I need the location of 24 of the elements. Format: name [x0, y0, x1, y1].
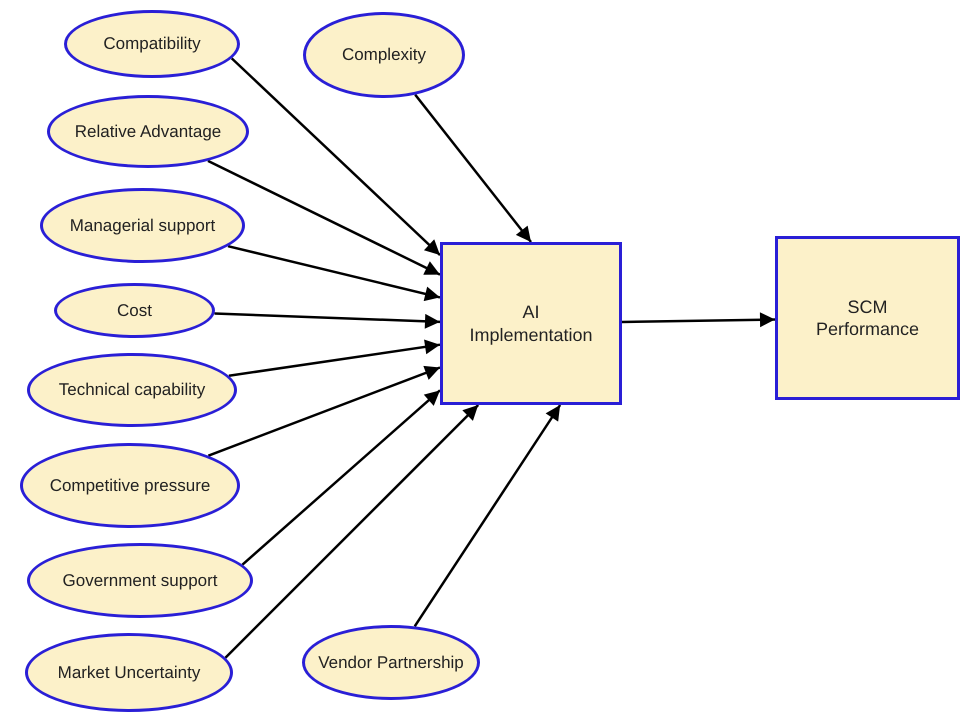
- node-label: Managerial support: [70, 214, 216, 236]
- arrow: [224, 404, 480, 659]
- arrow: [242, 389, 441, 566]
- node-label: Technical capability: [58, 379, 206, 401]
- node-label: Competitive pressure: [50, 474, 210, 496]
- node-label: Compatibility: [103, 33, 201, 55]
- arrow: [230, 57, 441, 256]
- construct-box: [440, 242, 622, 405]
- node-label: Government support: [62, 570, 218, 592]
- node-label: Cost: [117, 300, 152, 322]
- node-label: SCM Performance: [814, 296, 920, 340]
- node-label: Complexity: [342, 44, 426, 66]
- arrow: [228, 339, 440, 377]
- arrow: [214, 312, 440, 329]
- construct-box: [775, 236, 960, 400]
- arrow: [622, 312, 776, 328]
- node-label: Market Uncertainty: [58, 662, 200, 684]
- node-label: Relative Advantage: [74, 120, 222, 142]
- node-label: AI Implementation: [468, 301, 594, 346]
- arrow: [207, 160, 441, 276]
- arrow: [208, 366, 440, 457]
- arrow: [414, 404, 562, 628]
- arrow: [228, 244, 440, 302]
- node-label: Vendor Partnership: [318, 652, 464, 674]
